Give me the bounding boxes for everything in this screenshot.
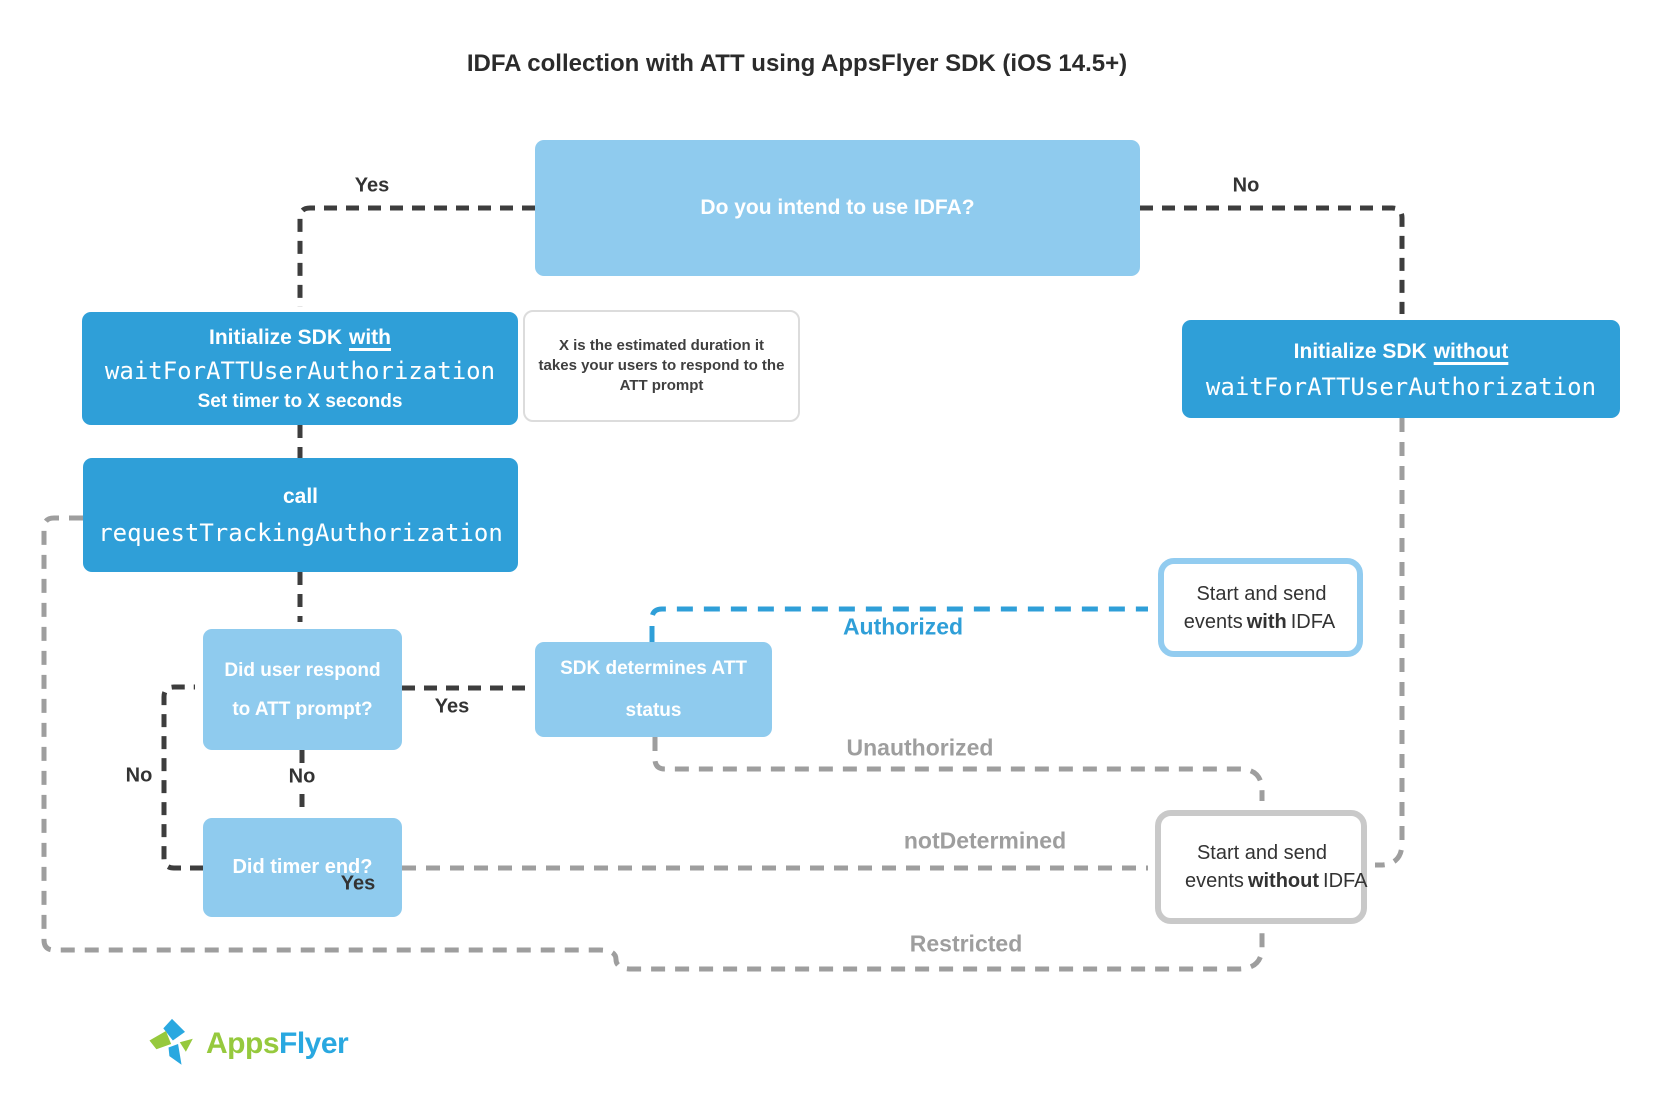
edge-timer-loop-no: [161, 684, 203, 871]
edge-authorized: [649, 606, 1148, 642]
node-decision-use-idfa: Do you intend to use IDFA?: [535, 140, 1140, 276]
did-user-respond-label: Did user respond to ATT prompt?: [224, 659, 381, 720]
with-idfa-prefix: Start and send events: [1183, 582, 1327, 633]
init-without-underlined-word: without: [1433, 339, 1509, 363]
without-idfa-prefix: Start and send events: [1185, 842, 1328, 892]
sdk-status-label: SDK determines ATT status: [560, 657, 747, 721]
edge-yes-to-init-with: [297, 205, 535, 307]
edge-label-no-to-timer: No: [283, 765, 321, 789]
node-sdk-determines-status: SDK determines ATT status: [535, 642, 772, 737]
edge-label-no-loop: No: [125, 764, 153, 787]
edge-label-authorized: Authorized: [842, 613, 964, 640]
appsflyer-wordmark: AppsFlyer: [206, 1027, 349, 1061]
edge-initwithout-drop: [1375, 418, 1405, 868]
edge-label-yes-left: Yes: [354, 174, 390, 197]
call-code: requestTrackingAuthorization: [98, 519, 503, 547]
node-decision-label: Do you intend to use IDFA?: [700, 196, 975, 219]
edge-label-yes-timer-end: Yes: [340, 872, 376, 895]
edge-label-unauthorized: Unauthorized: [846, 734, 994, 761]
node-did-timer-end: Did timer end?: [203, 818, 402, 917]
edge-label-no-right: No: [1232, 174, 1260, 197]
call-label: call: [282, 485, 319, 508]
appsflyer-logo: AppsFlyer: [146, 1016, 349, 1072]
did-timer-end-label: Did timer end?: [232, 856, 373, 878]
edge-unauthorized: [652, 737, 1265, 801]
node-call-request-tracking: call requestTrackingAuthorization: [83, 458, 518, 572]
edge-label-notdetermined: notDetermined: [903, 827, 1067, 854]
init-with-code: waitForATTUserAuthorization: [104, 356, 496, 385]
logo-text-flyer: Flyer: [279, 1027, 349, 1060]
note-text: X is the estimated duration it takes you…: [538, 337, 785, 394]
init-without-code: waitForATTUserAuthorization: [1205, 372, 1597, 401]
edge-label-restricted: Restricted: [909, 930, 1023, 957]
init-with-underlined-word: with: [349, 325, 392, 349]
node-did-user-respond: Did user respond to ATT prompt?: [203, 629, 402, 750]
node-note-x-duration: X is the estimated duration it takes you…: [523, 310, 800, 422]
without-idfa-suffix: IDFA: [1323, 870, 1368, 892]
init-with-timer-line: Set timer to X seconds: [197, 390, 403, 412]
logo-text-apps: Apps: [206, 1027, 280, 1060]
edge-label-yes-to-sdk: Yes: [434, 695, 470, 718]
init-with-prefix: Initialize SDK: [208, 325, 343, 349]
edge-no-to-init-without: [1140, 205, 1405, 314]
with-idfa-emphasis: with: [1246, 610, 1287, 633]
with-idfa-suffix: IDFA: [1290, 610, 1336, 633]
appsflyer-logo-icon: [149, 1018, 193, 1065]
without-idfa-emphasis: without: [1247, 870, 1320, 892]
diagram-title: IDFA collection with ATT using AppsFlyer…: [466, 50, 1128, 77]
init-without-prefix: Initialize SDK: [1293, 339, 1427, 363]
